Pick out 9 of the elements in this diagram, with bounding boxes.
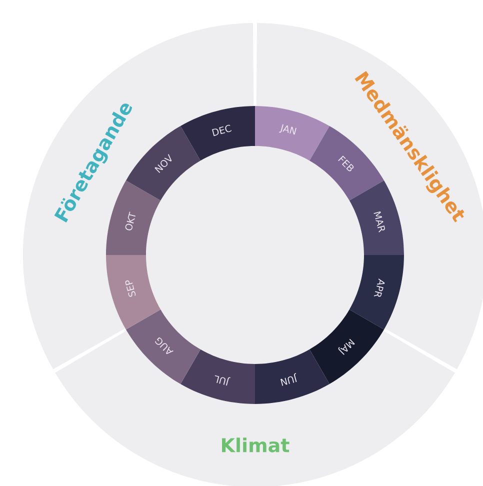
month-segment: DEC [180,106,255,161]
month-segment: FEB [310,126,384,200]
month-segment: JAN [255,106,330,161]
month-segment: MAJ [310,310,384,384]
month-segment: SEP [106,255,161,330]
month-segment: JUL [180,349,255,404]
node-label: Klimat [222,438,290,452]
month-segment: APR [349,255,404,330]
month-segment: JUN [255,349,330,404]
